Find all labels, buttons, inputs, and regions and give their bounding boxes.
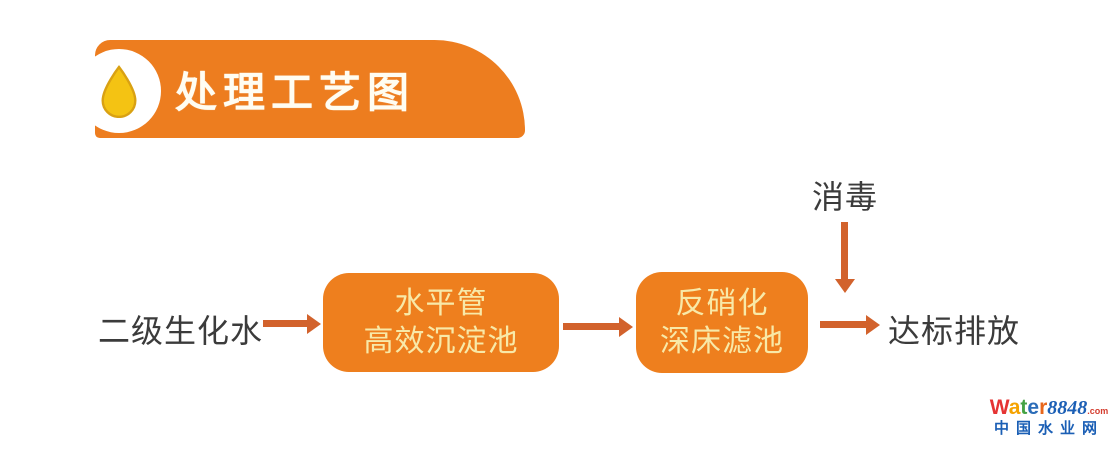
water-drop-icon	[101, 65, 137, 118]
header-banner	[95, 40, 525, 138]
flow-arrow-1	[263, 313, 321, 334]
page-title: 处理工艺图	[175, 68, 416, 116]
flow-disinfection-arrow	[834, 222, 855, 293]
watermark-tld: .com	[1087, 406, 1109, 416]
watermark-letter-r: r	[1039, 396, 1048, 419]
water-drop-badge	[77, 49, 161, 133]
flow-disinfection-label: 消毒	[812, 179, 879, 215]
watermark-letter-a: a	[1008, 396, 1021, 419]
watermark-letter-t: t	[1020, 396, 1028, 419]
flow-box2-line2: 深床滤池	[660, 324, 784, 358]
watermark-letter-w: W	[989, 396, 1009, 419]
watermark-number: 8848	[1047, 397, 1088, 419]
flow-box-denitrification-filter: 反硝化 深床滤池	[636, 272, 808, 373]
flow-box1-line2: 高效沉淀池	[363, 324, 519, 358]
flow-arrow-2	[563, 316, 633, 337]
flow-arrow-3	[820, 314, 880, 335]
watermark-logo: Water8848.com 中国水业网	[983, 396, 1115, 438]
flow-output-label: 达标排放	[888, 313, 1021, 349]
flow-box-sedimentation-tank: 水平管 高效沉淀池	[323, 273, 559, 372]
flow-box2-line1: 反硝化	[675, 287, 769, 320]
watermark-letter-e: e	[1027, 396, 1040, 419]
watermark-brand: Water8848.com	[983, 396, 1115, 419]
watermark-subtitle: 中国水业网	[993, 420, 1104, 438]
flow-input-label: 二级生化水	[98, 313, 264, 349]
flow-box1-line1: 水平管	[394, 287, 488, 320]
